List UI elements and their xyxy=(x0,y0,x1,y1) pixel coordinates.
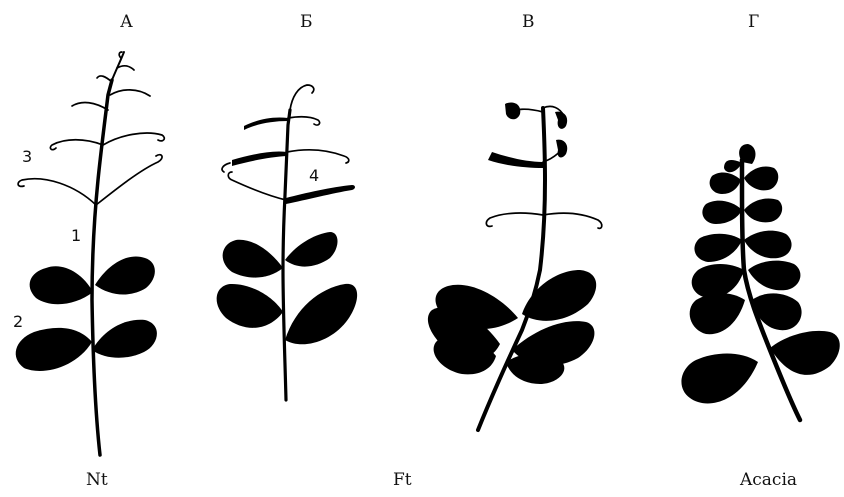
panel-a-tendril xyxy=(96,155,162,205)
part-number-4: 4 xyxy=(309,168,319,184)
panel-b-leaflet xyxy=(285,232,338,267)
panel-a-leaflet xyxy=(95,256,155,294)
panel-a-tendril xyxy=(103,133,164,145)
panel-d-leaflet xyxy=(710,173,741,194)
panel-b-tendril xyxy=(290,85,314,110)
panel-b-tendril xyxy=(228,172,286,200)
panel-a-leaf xyxy=(16,52,165,455)
panel-a-rachis xyxy=(92,80,112,455)
panel-c-leaflet xyxy=(522,270,596,321)
panel-d-leaflet xyxy=(770,331,840,375)
panel-c-flattened-tendril xyxy=(488,152,543,168)
panel-a-tendril xyxy=(72,103,108,110)
panel-d-leaf xyxy=(681,144,839,420)
panel-label-c: В xyxy=(522,14,535,31)
panel-d-leaflet xyxy=(702,201,742,224)
panel-d-leaflet xyxy=(692,264,744,298)
panel-b-tendril xyxy=(222,163,230,172)
part-number-3: 3 xyxy=(22,149,32,165)
panel-c-flattened-tendril xyxy=(555,112,567,129)
panel-b-flattened-tendril xyxy=(244,117,288,130)
panel-d-leaflet xyxy=(748,261,800,291)
panel-d-leaflet xyxy=(739,144,755,164)
panel-a-tendril xyxy=(117,66,134,70)
panel-d-leaflet xyxy=(690,293,745,334)
panel-a-tendril xyxy=(50,140,103,150)
panel-a-leaflet xyxy=(16,328,92,371)
panel-d-leaflet xyxy=(744,166,778,190)
panel-b-tendril xyxy=(288,117,320,125)
caption-left: Nt xyxy=(86,472,108,489)
panel-a-tendril xyxy=(97,76,112,82)
panel-d-leaflet xyxy=(681,354,758,404)
panel-a-leaflet xyxy=(92,320,157,358)
panel-d-leaflet xyxy=(744,231,792,259)
panel-b-flattened-tendril xyxy=(232,152,287,166)
panel-c-tendril xyxy=(543,213,602,228)
panel-a-leaflet xyxy=(30,266,93,304)
panel-c-leaf xyxy=(428,102,602,430)
panel-b-tendril xyxy=(287,150,349,163)
part-number-1: 1 xyxy=(71,228,81,244)
panel-d-leaflet xyxy=(724,160,740,172)
panel-c-tendril xyxy=(486,213,543,226)
panel-a-tendril xyxy=(110,90,150,96)
panel-a-tendril xyxy=(18,179,96,205)
panel-b-leaf xyxy=(217,85,357,400)
panel-label-b: Б xyxy=(300,14,313,31)
panel-label-a: А xyxy=(120,14,133,31)
part-number-2: 2 xyxy=(13,314,23,330)
panel-label-d: Г xyxy=(748,14,759,31)
panel-c-flattened-tendril xyxy=(505,102,520,119)
panel-d-leaflet xyxy=(744,198,782,222)
caption-center: Ft xyxy=(393,472,412,489)
caption-right: Acacia xyxy=(740,472,797,489)
panel-b-leaflet xyxy=(217,284,283,328)
panel-b-flattened-tendril xyxy=(286,185,355,204)
panel-b-leaflet xyxy=(285,284,357,344)
panel-b-leaflet xyxy=(223,240,283,278)
panel-d-leaflet xyxy=(694,234,742,262)
